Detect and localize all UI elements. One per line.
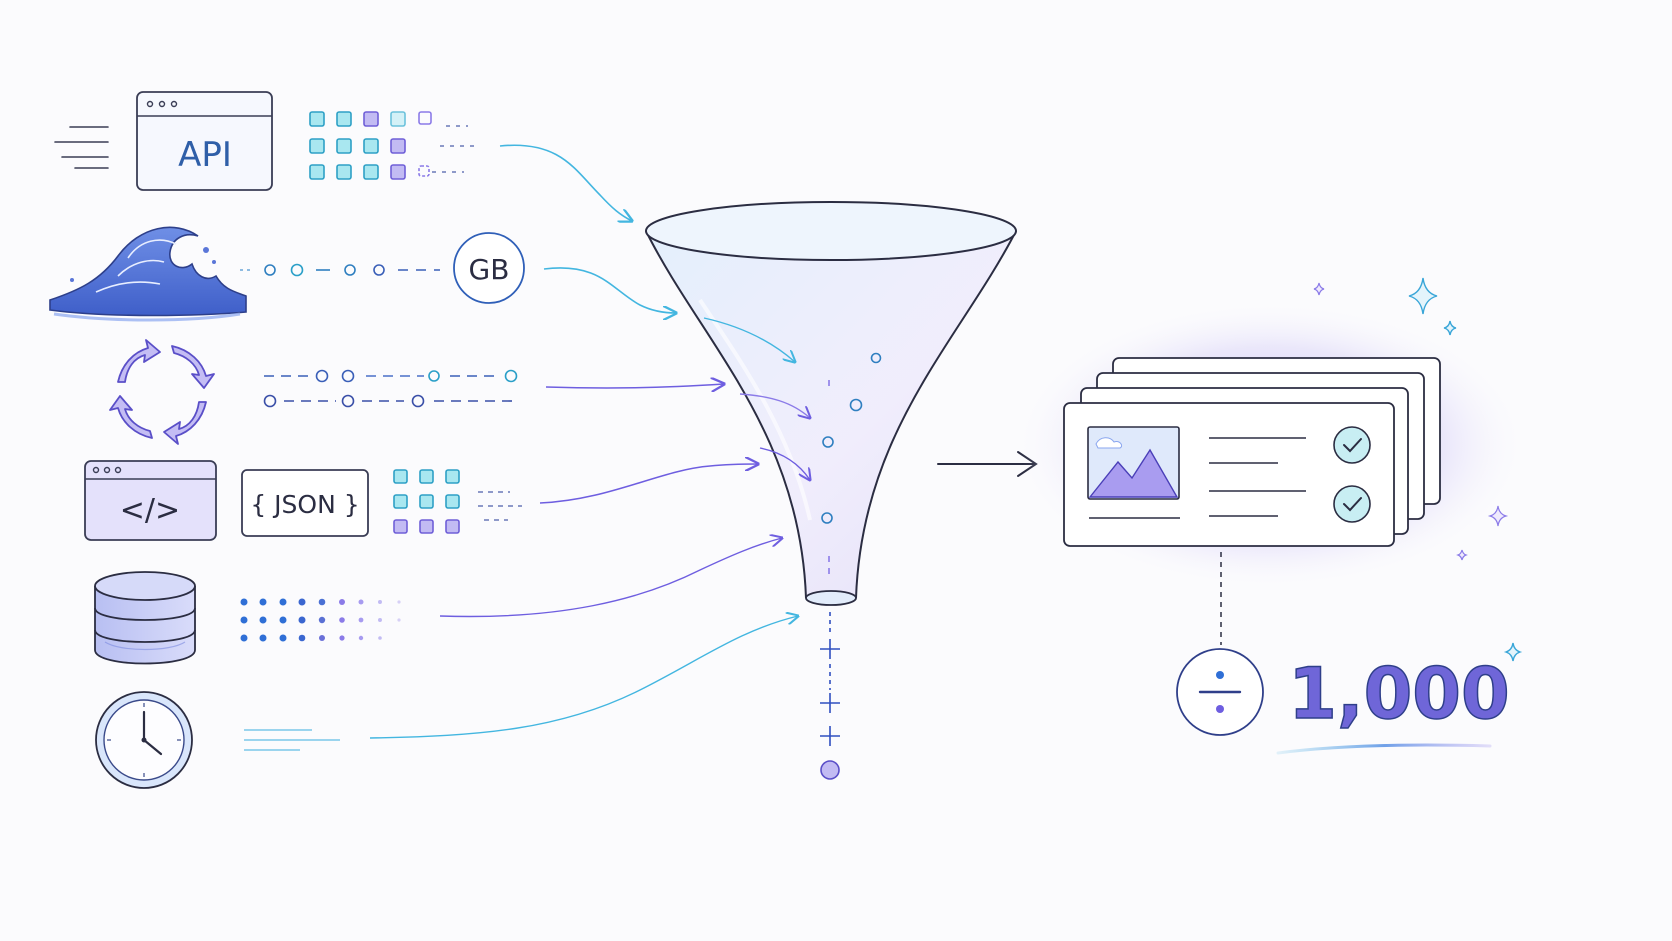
divide-icon <box>1176 648 1264 736</box>
funnel-particles <box>821 352 882 574</box>
image-thumbnail-icon <box>1087 426 1180 500</box>
card-text-lines <box>1209 437 1306 517</box>
funnel-icon <box>645 201 1017 606</box>
code-window-icon: </> <box>84 460 217 541</box>
flow-arrow-inner-3 <box>759 447 810 480</box>
database-dot-grid <box>240 598 401 642</box>
clock-speed-lines <box>244 729 340 751</box>
sync-arrows-icon <box>109 339 215 445</box>
api-label: API <box>178 135 232 175</box>
gb-label: GB <box>469 253 510 286</box>
database-icon <box>94 571 196 665</box>
flow-arrow-sync <box>545 384 724 388</box>
sparkle-icon-purple <box>1313 282 1509 561</box>
api-window-icon: API <box>136 91 273 191</box>
result-count: 1,000 <box>1288 653 1509 735</box>
gb-badge: GB <box>453 232 525 304</box>
sync-data-stream <box>263 369 518 408</box>
check-circle-icon-2 <box>1333 485 1371 523</box>
flow-arrow-inner-2 <box>739 393 810 418</box>
json-label: { JSON } <box>250 490 359 519</box>
funnel-output-stream <box>820 612 840 780</box>
result-underline <box>1276 743 1492 755</box>
flow-arrow-json <box>539 464 758 504</box>
json-data-grid <box>393 469 522 534</box>
sparkle-icon <box>1408 277 1523 662</box>
flow-arrow-inner-1 <box>703 317 795 362</box>
gb-data-stream <box>240 263 440 277</box>
code-label: </> <box>120 493 180 528</box>
flow-arrow-clock <box>369 616 798 739</box>
card-stack-icon <box>1063 357 1441 547</box>
json-box: { JSON } <box>241 469 369 537</box>
flow-arrow-api <box>499 144 632 221</box>
check-circle-icon <box>1333 426 1371 464</box>
flow-arrow-database <box>439 538 782 618</box>
wave-icon <box>49 226 247 322</box>
clock-icon <box>95 691 193 789</box>
speed-lines <box>54 126 109 169</box>
api-data-grid <box>309 111 480 180</box>
flow-arrow-gb <box>543 267 676 313</box>
